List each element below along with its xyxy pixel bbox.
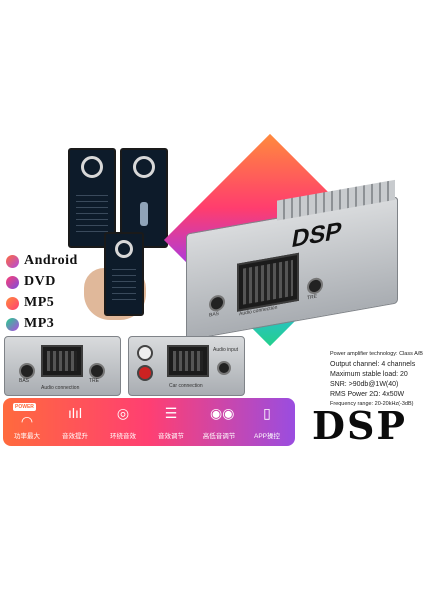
feature-label: MP5	[24, 295, 55, 310]
phone-icon: ▯	[263, 405, 271, 421]
surround-icon: ◎	[116, 405, 130, 421]
feature-android: Android	[6, 252, 78, 270]
audio-input-jack	[217, 361, 231, 375]
feature-label: 环绕音效	[110, 433, 136, 440]
panel-car-connection: Audio input Car connection	[128, 336, 245, 396]
volume-dial-icon	[115, 240, 133, 258]
bullet-dot	[6, 275, 19, 289]
rca-red-port	[137, 365, 153, 381]
treble-knob	[307, 276, 323, 296]
feature-mp5: MP5	[6, 294, 54, 312]
bass-label: BAS	[19, 378, 30, 384]
equalizer-list	[112, 264, 136, 304]
rca-white-port	[137, 345, 153, 361]
feature-surround: ◎ 环绕音效	[103, 398, 143, 446]
feature-tone: ◉◉ 高低音调节	[199, 398, 239, 446]
volume-dial-icon	[81, 156, 103, 178]
spec-header: Power amplifier technology: Class A/B	[330, 351, 423, 357]
bullet-dot	[6, 254, 19, 268]
audio-connector	[237, 252, 299, 312]
brand-logo: DSP	[312, 403, 407, 448]
spec-line: Output channel: 4 channels	[330, 361, 416, 368]
app-screenshot-left	[68, 148, 116, 248]
spec-line: Maximum stable load: 20	[330, 371, 408, 378]
feature-dvd: DVD	[6, 273, 56, 291]
spec-line: RMS Power 2Ω: 4x50W	[330, 391, 405, 398]
app-screenshot-hand	[104, 232, 144, 316]
panel-audio-connection: BAS TRE Audio connection	[4, 336, 121, 396]
feature-label: 功率最大	[14, 433, 40, 440]
treble-label: TRE	[307, 293, 317, 302]
bass-knob	[19, 363, 35, 379]
feature-label: APP操控	[253, 433, 280, 440]
speaker-layout	[128, 190, 160, 236]
equalizer-list	[76, 190, 108, 236]
power-badge: POWER	[13, 403, 36, 411]
feature-label: 音效提升	[62, 433, 88, 440]
bass-knob	[209, 293, 225, 313]
panel-caption: Car connection	[169, 383, 203, 389]
feature-sound: ılıl 音效提升	[55, 398, 95, 446]
waveform-icon: ılıl	[68, 405, 82, 421]
speakers-icon: ◉◉	[210, 405, 235, 421]
audio-input-label: Audio input	[213, 347, 239, 353]
feature-label: DVD	[24, 274, 56, 289]
car-connector	[167, 345, 209, 377]
spec-line: SNR: >90db@1W(40)	[330, 381, 399, 388]
bullet-dot	[6, 296, 19, 310]
device-logo: DSP	[289, 216, 344, 254]
feature-power: POWER ◠ 功率最大	[7, 398, 47, 446]
feature-mp3: MP3	[6, 315, 54, 333]
wifi-icon: ◠	[20, 413, 34, 429]
treble-knob	[89, 363, 105, 379]
feature-banner: POWER ◠ 功率最大 ılıl 音效提升 ◎ 环绕音效 ☰ 音效调节 ◉◉ …	[3, 398, 295, 446]
feature-label: 高低音调节	[202, 433, 236, 440]
bass-label: BAS	[209, 310, 220, 319]
audio-connector	[41, 345, 83, 377]
volume-dial-icon	[133, 156, 155, 178]
feature-label: 音效调节	[158, 433, 184, 440]
feature-label: Android	[24, 253, 78, 268]
panel-caption: Audio connection	[41, 385, 80, 391]
spec-line: Frequency range: 20-20kHz(-3dB)	[330, 401, 414, 407]
feature-app: ▯ APP操控	[247, 398, 287, 446]
feature-adjust: ☰ 音效调节	[151, 398, 191, 446]
sliders-icon: ☰	[164, 405, 178, 421]
app-screenshot-middle	[120, 148, 168, 248]
treble-label: TRE	[89, 378, 99, 384]
bullet-dot	[6, 317, 19, 331]
feature-label: MP3	[24, 316, 55, 331]
